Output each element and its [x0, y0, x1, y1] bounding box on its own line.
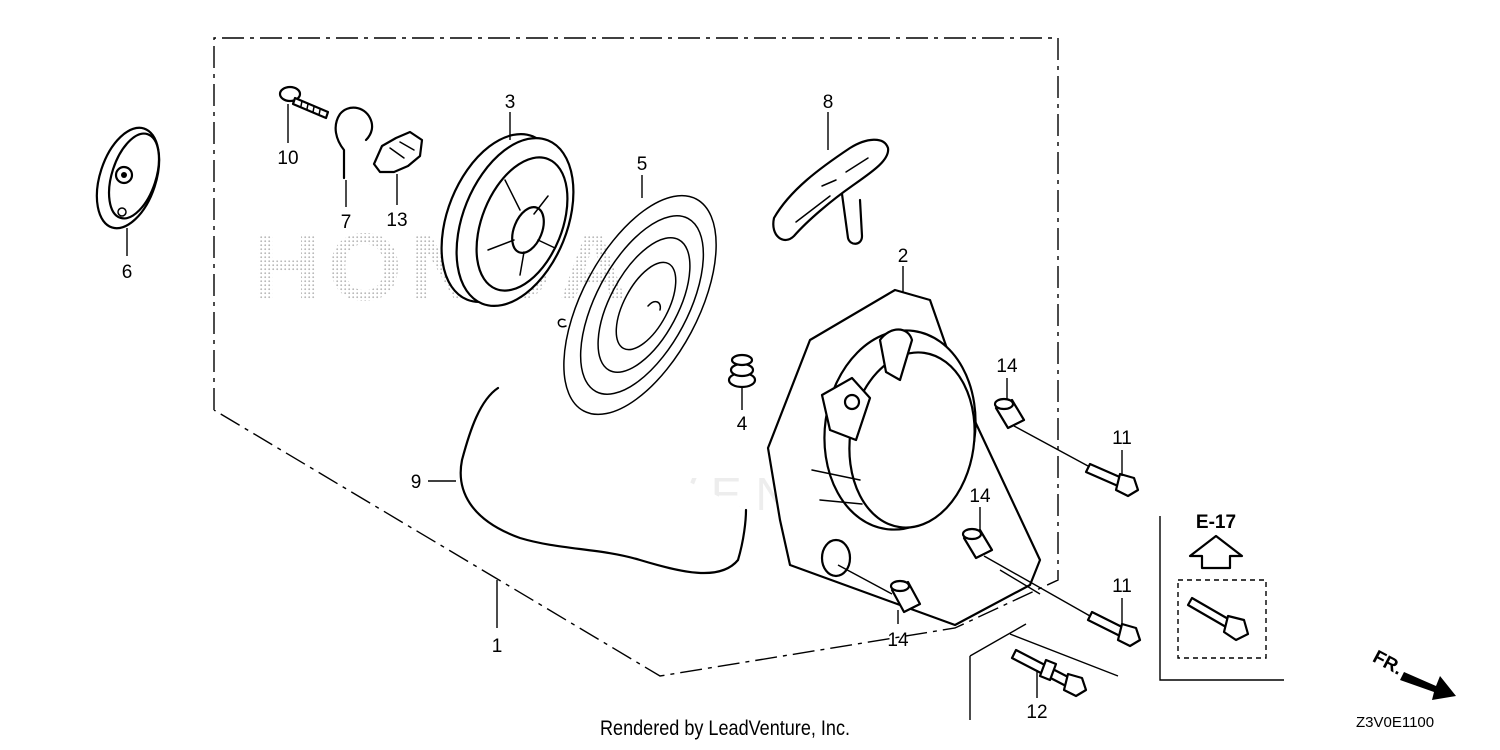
- direction-arrow-icon: [1400, 672, 1456, 700]
- up-arrow-icon: [1188, 534, 1244, 570]
- callout-4: 4: [737, 414, 748, 435]
- reference-e17-box: [1159, 516, 1284, 681]
- callout-14-middle: 14: [969, 486, 991, 507]
- callout-6: 6: [122, 262, 133, 283]
- callout-8: 8: [823, 92, 834, 113]
- diagram-code: Z3V0E1100: [1356, 714, 1435, 731]
- part-14-collar-top[interactable]: [993, 397, 1026, 430]
- rendered-by-credit: Rendered by LeadVenture, Inc.: [600, 717, 851, 740]
- part-4-grommet[interactable]: [727, 353, 757, 389]
- leader-lines: [126, 104, 1123, 698]
- assembly-boundary: [213, 37, 1059, 677]
- part-12-bolt[interactable]: [1010, 648, 1088, 698]
- part-11-bolt-top[interactable]: [1084, 462, 1140, 498]
- callout-12: 12: [1026, 702, 1047, 723]
- part-14-collar-middle[interactable]: [961, 527, 994, 560]
- part-2-starter-case[interactable]: [766, 288, 1042, 627]
- part-8-handle[interactable]: [772, 138, 890, 245]
- callout-10: 10: [277, 148, 298, 169]
- part-5-recoil-spring[interactable]: [532, 172, 747, 438]
- separator-lines: [969, 623, 1119, 720]
- part-9-starter-rope[interactable]: [459, 386, 748, 575]
- callout-14-top: 14: [996, 356, 1018, 377]
- reference-e17-label: E-17: [1196, 512, 1236, 533]
- callout-2: 2: [898, 246, 909, 267]
- callout-5: 5: [637, 154, 648, 175]
- callout-14-bottom: 14: [887, 630, 909, 651]
- reference-bolt-icon: [1186, 596, 1250, 642]
- part-3-reel[interactable]: [419, 117, 596, 323]
- part-13-ratchet[interactable]: [372, 130, 424, 174]
- callout-11-bottom: 11: [1112, 576, 1132, 597]
- part-10-screw[interactable]: [278, 85, 330, 120]
- callout-7: 7: [341, 212, 352, 233]
- front-label: FR.: [1369, 647, 1406, 680]
- part-14-collar-bottom[interactable]: [889, 579, 922, 614]
- part-6-pulley-cover[interactable]: [85, 120, 170, 236]
- callout-11-top: 11: [1112, 428, 1132, 449]
- callout-9: 9: [411, 472, 422, 493]
- part-11-bolt-bottom[interactable]: [1086, 610, 1142, 648]
- front-direction-indicator: FR.: [1369, 647, 1456, 700]
- callout-3: 3: [505, 92, 516, 113]
- callout-1: 1: [492, 636, 503, 657]
- part-7-spring-clip[interactable]: [334, 106, 374, 180]
- callout-13: 13: [386, 210, 407, 231]
